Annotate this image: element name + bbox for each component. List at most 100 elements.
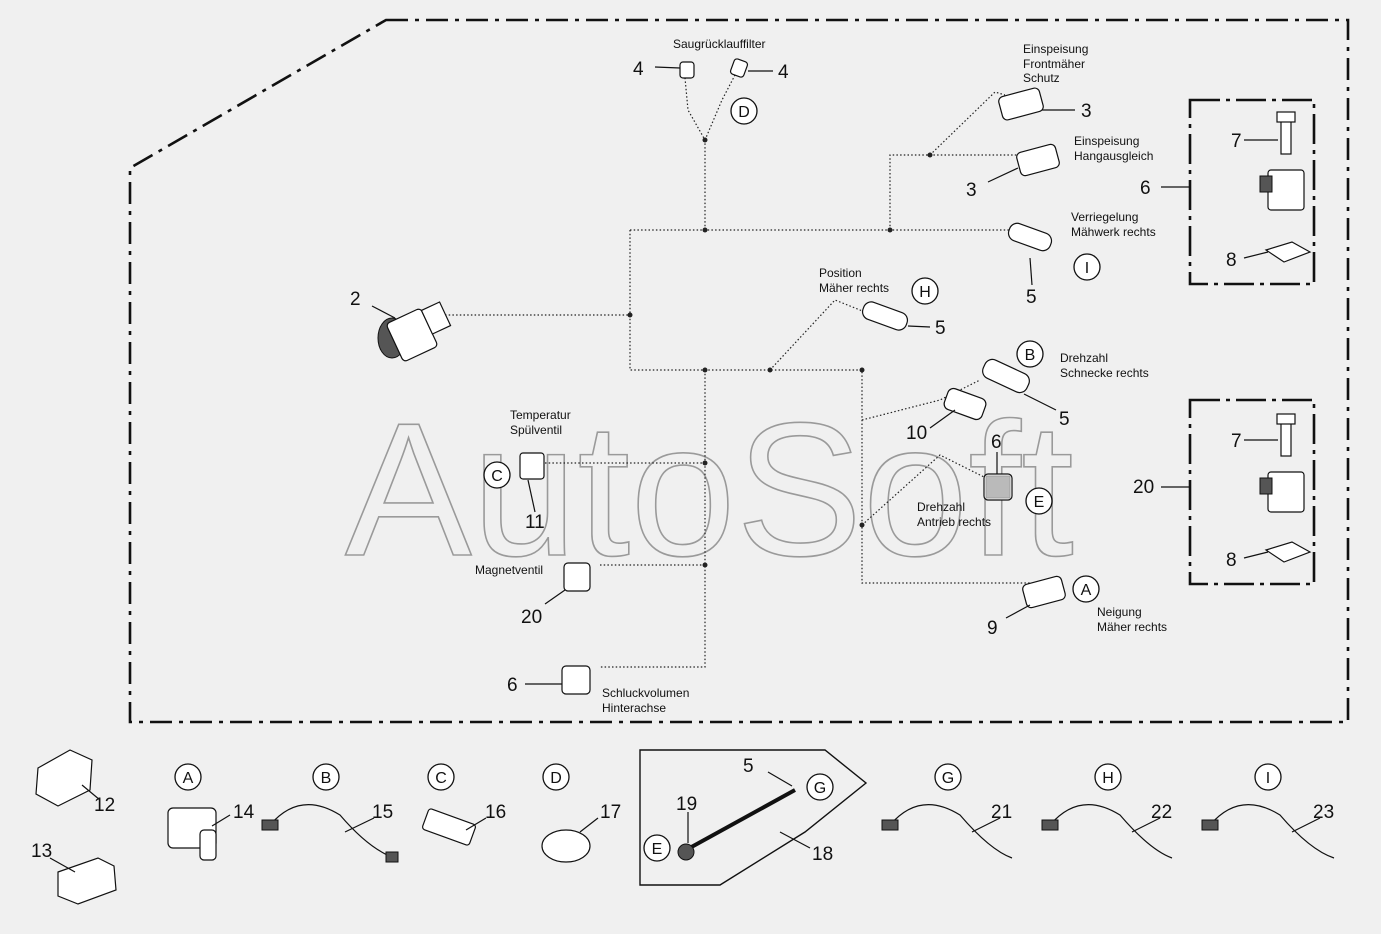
callout-5a: 5 <box>1026 287 1037 308</box>
callout-9: 9 <box>987 618 998 639</box>
label-einspeisung-hang-2: Hangausgleich <box>1074 149 1153 163</box>
letter-g-bottom: G <box>934 763 962 791</box>
label-einspeisung-hang-1: Einspeisung <box>1074 134 1139 148</box>
callout-4b: 4 <box>778 62 789 83</box>
callout-4a: 4 <box>633 59 644 80</box>
svg-text:D: D <box>738 104 750 121</box>
callout-20b: 20 <box>521 607 542 628</box>
connector-3-front <box>998 87 1044 121</box>
svg-text:B: B <box>321 770 332 787</box>
plug-13 <box>57 857 117 905</box>
label-saugruecklauffilter: Saugrücklauffilter <box>673 37 766 51</box>
callout-10: 10 <box>906 423 927 444</box>
label-position-2: Mäher rechts <box>819 281 889 295</box>
svg-text:C: C <box>491 468 503 485</box>
label-einspeisung-front-3: Schutz <box>1023 71 1060 85</box>
sensor-16 <box>421 808 477 846</box>
label-schluckvolumen-2: Hinterachse <box>602 701 666 715</box>
callout-23: 23 <box>1313 802 1334 823</box>
label-verriegelung-2: Mähwerk rechts <box>1071 225 1156 239</box>
callout-numbers: 4 4 3 3 5 5 5 2 7 6 8 7 20 8 10 6 11 20 … <box>31 59 1334 865</box>
letter-c-bottom: C <box>427 763 455 791</box>
letter-e-top: E <box>1025 487 1053 515</box>
rod-19 <box>677 788 796 861</box>
label-temperatur-2: Spülventil <box>510 423 562 437</box>
label-drehzahl-schnecke-2: Schnecke rechts <box>1060 366 1149 380</box>
svg-text:A: A <box>1081 582 1092 599</box>
connector-9-neigung <box>1022 575 1066 609</box>
circled-letters: D I H B C E A A B C D G E G H I <box>174 97 1282 862</box>
label-schluckvolumen-1: Schluckvolumen <box>602 686 689 700</box>
svg-text:E: E <box>652 841 663 858</box>
svg-text:A: A <box>183 770 194 787</box>
watermark: AutoSoft <box>345 384 1074 596</box>
round-connector-2 <box>377 301 452 362</box>
junction-dots <box>627 137 933 568</box>
label-position-1: Position <box>819 266 862 280</box>
callout-12: 12 <box>94 795 115 816</box>
callout-13: 13 <box>31 841 52 862</box>
svg-text:H: H <box>919 284 931 301</box>
svg-text:D: D <box>550 770 562 787</box>
svg-text:G: G <box>942 770 954 787</box>
letter-h-top: H <box>911 277 939 305</box>
valve-20-magnet <box>563 562 591 592</box>
letter-a-bottom: A <box>174 763 202 791</box>
callout-5c: 5 <box>1059 409 1070 430</box>
connector-4-left <box>679 61 695 79</box>
callout-14: 14 <box>233 802 255 823</box>
label-drehzahl-antrieb-2: Antrieb rechts <box>917 515 991 529</box>
letter-d-top: D <box>730 97 758 125</box>
callout-18: 18 <box>812 844 833 865</box>
label-einspeisung-front-1: Einspeisung <box>1023 42 1088 56</box>
label-verriegelung-1: Verriegelung <box>1071 210 1138 224</box>
callout-21: 21 <box>991 802 1012 823</box>
callout-20a: 20 <box>1133 477 1154 498</box>
callout-8a: 8 <box>1226 250 1237 271</box>
letter-d-bottom: D <box>542 763 570 791</box>
label-drehzahl-antrieb-1: Drehzahl <box>917 500 965 514</box>
connector-5-verriegelung <box>1007 222 1053 252</box>
callout-2: 2 <box>350 289 361 310</box>
assembly-frame <box>128 18 1350 724</box>
label-einspeisung-front-2: Frontmäher <box>1023 57 1085 71</box>
connector-11-temperatur <box>519 452 545 480</box>
cable-22 <box>1041 804 1173 859</box>
valve-assembly-box-20 <box>1259 413 1312 563</box>
letter-h-bottom: H <box>1094 763 1122 791</box>
svg-text:B: B <box>1025 347 1036 364</box>
svg-text:I: I <box>1266 770 1270 787</box>
svg-text:H: H <box>1102 770 1114 787</box>
leader-lines <box>49 66 1321 873</box>
sensor-6-drehzahl <box>983 473 1013 501</box>
cable-23 <box>1201 804 1335 859</box>
cable-15 <box>261 804 399 863</box>
callout-7a: 7 <box>1231 131 1242 152</box>
svg-text:I: I <box>1085 260 1089 277</box>
callout-8b: 8 <box>1226 550 1237 571</box>
connector-4-right <box>729 58 749 78</box>
plug-12 <box>35 749 93 807</box>
callout-6c: 6 <box>507 675 518 696</box>
cable-21 <box>881 804 1013 859</box>
callout-7b: 7 <box>1231 431 1242 452</box>
callout-19: 19 <box>676 794 697 815</box>
label-drehzahl-schnecke-1: Drehzahl <box>1060 351 1108 365</box>
svg-text:G: G <box>814 780 826 797</box>
label-neigung-1: Neigung <box>1097 605 1142 619</box>
letter-i-bottom: I <box>1254 763 1282 791</box>
valve-assembly-box-6 <box>1259 111 1312 263</box>
callout-16: 16 <box>485 802 506 823</box>
detail-box-6 <box>1188 98 1316 286</box>
valve-6-schluckvolumen <box>561 665 591 695</box>
callout-6b: 6 <box>991 432 1002 453</box>
detail-box-18 <box>639 749 868 886</box>
callout-3a: 3 <box>1081 101 1092 122</box>
label-magnetventil: Magnetventil <box>475 563 543 577</box>
label-temperatur-1: Temperatur <box>510 408 571 422</box>
callout-11: 11 <box>525 512 545 533</box>
callout-6a: 6 <box>1140 178 1151 199</box>
letter-i-top: I <box>1073 253 1101 281</box>
component-labels: Saugrücklauffilter Einspeisung Frontmähe… <box>475 37 1167 715</box>
